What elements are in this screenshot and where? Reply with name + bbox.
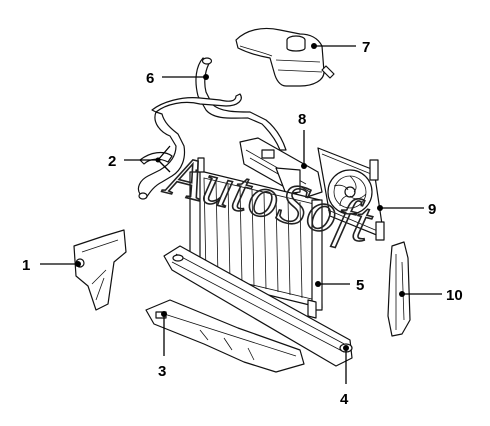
lower-air-deflector [145,299,305,373]
right-side-bracket [387,241,411,337]
callout-5: 5 [356,277,364,294]
callout-numbers: 1 2 3 4 5 6 7 8 9 10 [22,39,463,408]
expansion-tank [235,27,335,87]
callout-3: 3 [158,363,166,380]
left-side-bracket [73,229,127,311]
cooling-fan [317,147,385,241]
callout-leaders [40,43,442,384]
callout-8: 8 [298,111,306,128]
callout-2: 2 [108,153,116,170]
lower-hose [137,93,242,200]
callout-9: 9 [428,201,436,218]
radiator-upper-bracket [239,137,323,199]
lower-cross-member [163,245,353,367]
callout-4: 4 [340,391,349,408]
callout-1: 1 [22,257,30,274]
callout-10: 10 [446,287,463,304]
upper-hose [195,57,287,151]
callout-6: 6 [146,70,154,87]
callout-7: 7 [362,39,370,56]
